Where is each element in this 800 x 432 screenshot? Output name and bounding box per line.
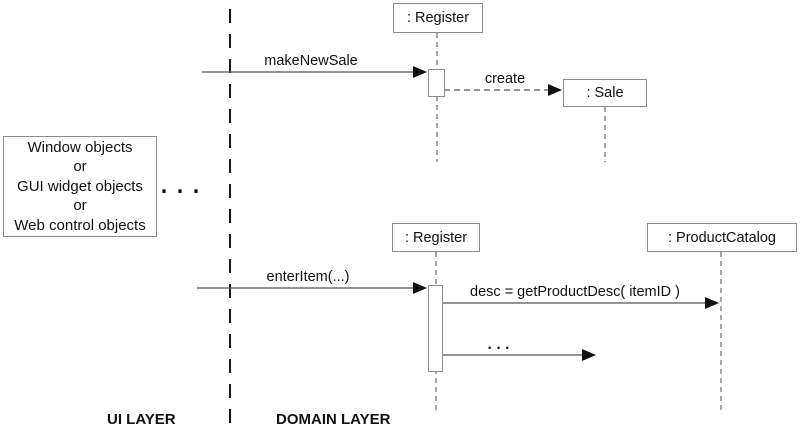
separator-ellipsis: ...: [157, 174, 207, 198]
continuation-arrow: [443, 349, 596, 361]
product-catalog-object-box: : ProductCatalog: [647, 223, 797, 252]
note-line: or: [73, 197, 87, 215]
bottom-register-activation-bar: [428, 285, 443, 372]
top-register-object-box: : Register: [393, 3, 483, 33]
domain-layer-label: DOMAIN LAYER: [276, 411, 391, 428]
note-line: GUI widget objects: [17, 177, 143, 195]
get-product-desc-label: desc = getProductDesc( itemID ): [470, 284, 680, 300]
bottom-register-object-box: : Register: [392, 223, 480, 252]
get-product-desc-arrow: [443, 297, 719, 309]
sale-object-box: : Sale: [563, 79, 647, 107]
note-line: or: [73, 158, 87, 176]
top-register-activation-bar: [428, 69, 445, 97]
bottom-register-object-label: : Register: [404, 229, 468, 246]
continuation-ellipsis: ...: [485, 338, 513, 353]
sale-object-label: : Sale: [586, 85, 624, 101]
note-line: Web control objects: [14, 216, 146, 234]
make-new-sale-label: makeNewSale: [264, 53, 358, 69]
ui-objects-note-box: Window objects or GUI widget objects or …: [3, 136, 157, 237]
make-new-sale-arrow: [202, 66, 427, 78]
product-catalog-object-label: : ProductCatalog: [667, 229, 776, 246]
enter-item-label: enterItem(...): [266, 269, 350, 285]
ui-layer-label: UI LAYER: [107, 411, 176, 428]
top-register-object-label: : Register: [406, 10, 470, 26]
create-arrow: [444, 84, 562, 96]
note-line: Window objects: [27, 138, 133, 156]
create-label: create: [484, 71, 526, 87]
enter-item-arrow: [197, 282, 427, 294]
